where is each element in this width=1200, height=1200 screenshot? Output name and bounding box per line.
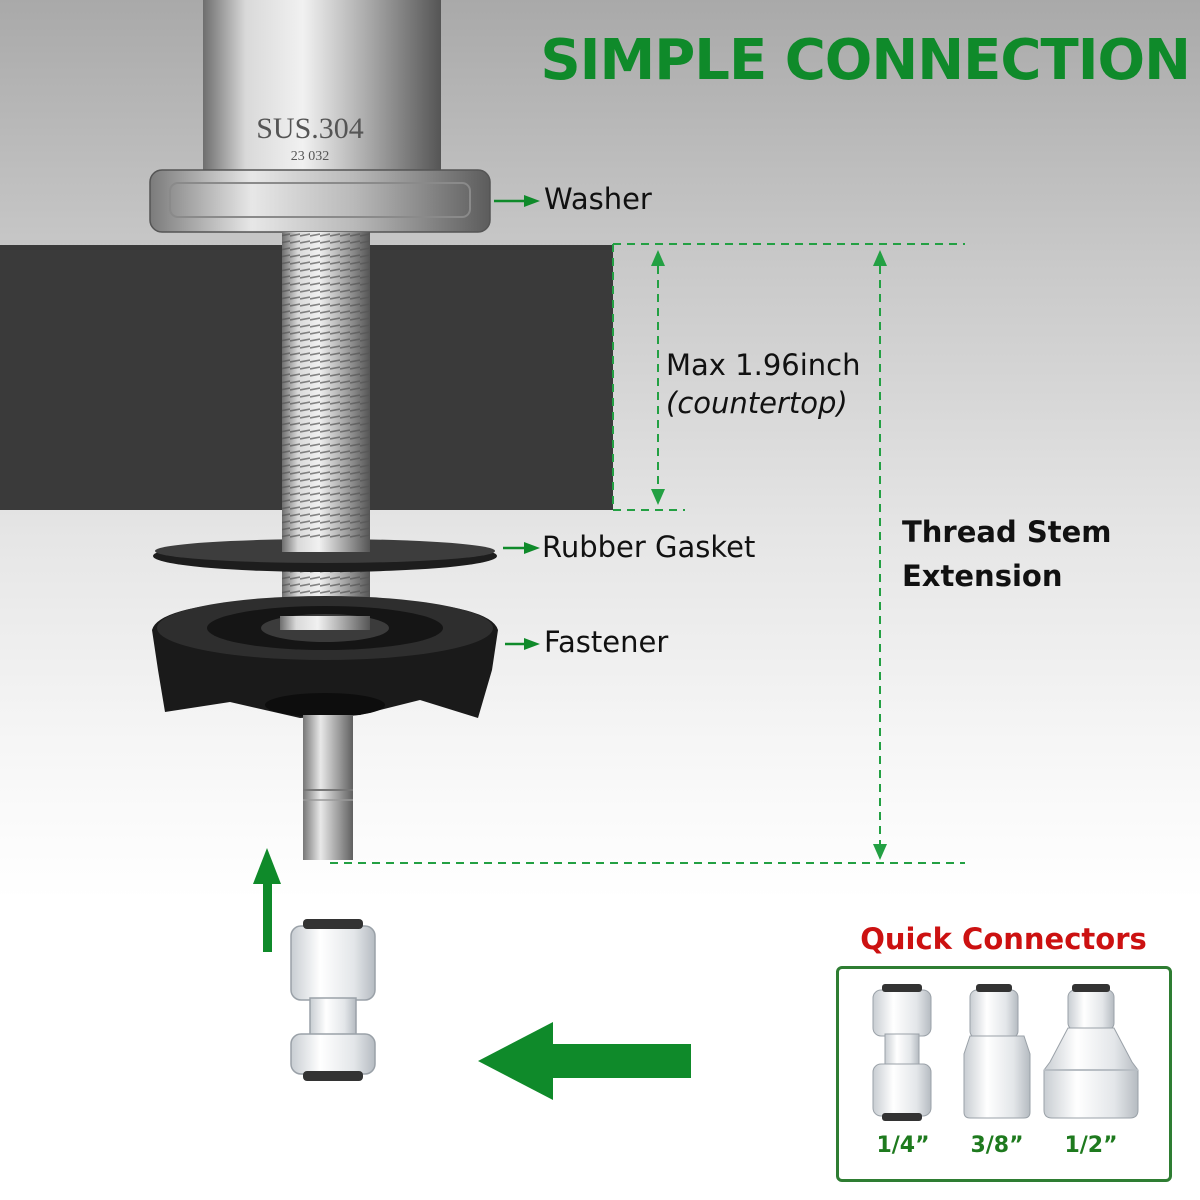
quick-connectors-title: Quick Connectors xyxy=(860,922,1147,956)
fastener-label: Fastener xyxy=(544,625,669,659)
washer-label: Washer xyxy=(544,182,652,216)
connector-1-4 xyxy=(872,984,932,1121)
countertop-max-value: Max 1.96inch xyxy=(666,348,861,382)
page-title: SIMPLE CONNECTION xyxy=(540,28,1191,93)
countertop-note: (countertop) xyxy=(666,386,848,420)
outlet-pipe xyxy=(303,715,353,860)
rubber-gasket-label: Rubber Gasket xyxy=(542,530,756,564)
loose-quick-connector xyxy=(290,919,376,1081)
countertop-dimension-label: Max 1.96inch (countertop) xyxy=(666,346,861,422)
connector-3-8 xyxy=(963,984,1031,1119)
thread-stem-dimension xyxy=(330,252,965,864)
stem-engraving-line2: 23 032 xyxy=(291,149,330,164)
size-label-3-8: 3/8” xyxy=(970,1133,1024,1158)
countertop-dimension xyxy=(612,243,965,511)
washer-ring xyxy=(149,169,491,233)
size-label-1-2: 1/2” xyxy=(1064,1133,1118,1158)
quick-connectors-box xyxy=(836,966,1172,1182)
stem-engraving-line1: SUS.304 xyxy=(256,112,364,145)
faucet-stem-body xyxy=(203,0,441,178)
up-arrow xyxy=(253,848,281,952)
thread-stem-extension-label: Thread Stem Extension xyxy=(902,510,1111,598)
part-arrows xyxy=(494,195,540,650)
insert-arrow xyxy=(478,1022,691,1100)
thread-stem-line2: Extension xyxy=(902,559,1063,593)
connector-1-2 xyxy=(1043,984,1139,1119)
thread-stem-line1: Thread Stem xyxy=(902,515,1112,549)
size-label-1-4: 1/4” xyxy=(876,1133,930,1158)
